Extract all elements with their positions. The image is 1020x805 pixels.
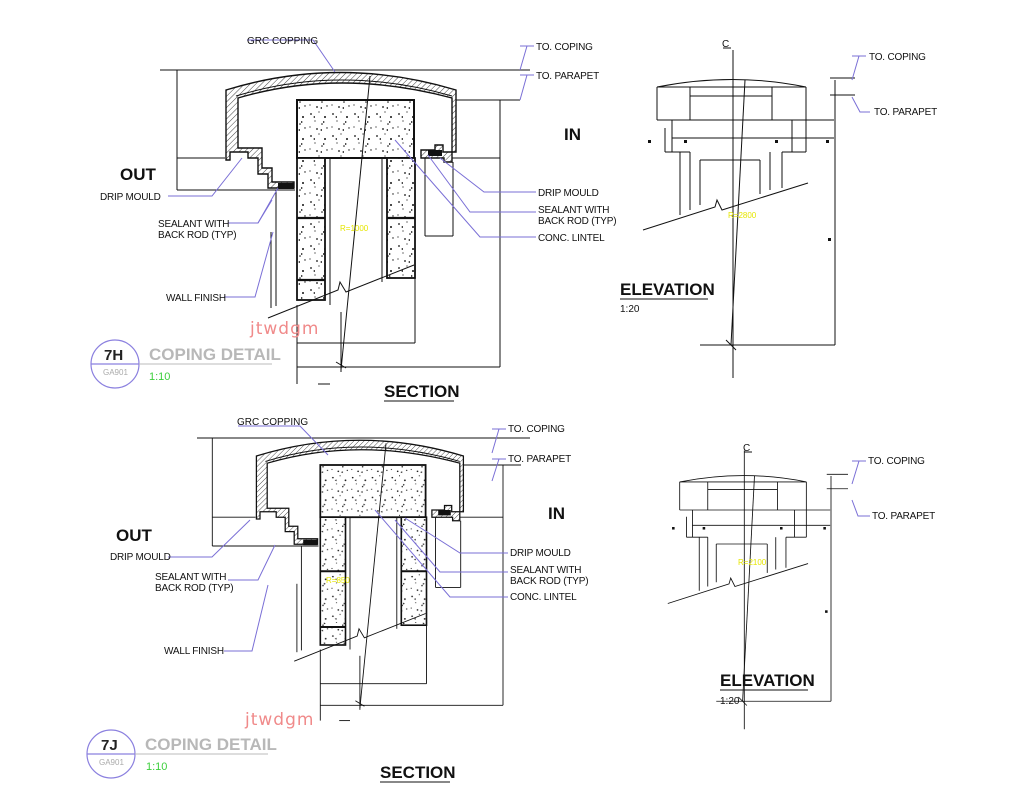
centerline-mark-7h: C: [722, 39, 729, 50]
label-drip-mould-right-7j: DRIP MOULD: [510, 548, 571, 559]
tag-sheet-7h: GA901: [103, 368, 128, 377]
elevation-scale-7j: 1:20: [720, 696, 740, 707]
label-sealant-right-line1-7j: SEALANT WITH: [510, 565, 581, 576]
watermark-7j: jtwdgm: [244, 710, 314, 730]
out-label-7j: OUT: [116, 526, 153, 545]
label-sealant-right-line2-7h: BACK ROD (TYP): [538, 216, 616, 227]
elevation-title-7j: ELEVATION: [720, 671, 815, 690]
label-grc-copping-7h: GRC COPPING: [247, 36, 318, 47]
detail-scale-7h: 1:10: [149, 371, 170, 383]
detail-scale-7j: 1:10: [146, 761, 167, 773]
detail-title-7j: COPING DETAIL: [145, 735, 277, 754]
label-grc-copping-7j: GRC COPPING: [237, 417, 308, 428]
label-sealant-line2-7h: BACK ROD (TYP): [158, 230, 236, 241]
label-drip-mould-right-7h: DRIP MOULD: [538, 188, 599, 199]
detail-title-7h: COPING DETAIL: [149, 345, 281, 364]
label-elev-to-coping-7j: TO. COPING: [868, 456, 925, 467]
section-title-7j: SECTION: [380, 763, 456, 782]
leaders-7h: [168, 39, 870, 298]
label-elev-to-parapet-7j: TO. PARAPET: [872, 511, 935, 522]
section-title-7h: SECTION: [384, 382, 460, 401]
label-drip-mould-left-7j: DRIP MOULD: [110, 552, 171, 563]
elevation-radius-7h: R=2800: [728, 211, 757, 220]
label-wall-finish-7j: WALL FINISH: [164, 646, 224, 657]
label-elev-to-coping-7h: TO. COPING: [869, 52, 926, 63]
in-label-7j: IN: [548, 504, 565, 523]
label-conc-lintel-7h: CONC. LINTEL: [538, 233, 605, 244]
label-sealant-line2-7j: BACK ROD (TYP): [155, 583, 233, 594]
elevation-scale-7h: 1:20: [620, 304, 640, 315]
label-to-coping-7h: TO. COPING: [536, 42, 593, 53]
watermark-7h: jtwdgm: [249, 319, 319, 339]
section-radius-7h: R=1000: [340, 224, 369, 233]
label-to-parapet-7h: TO. PARAPET: [536, 71, 599, 82]
detail-7h: GRC COPPING TO. COPING TO. PARAPET OUT I…: [90, 36, 937, 402]
label-elev-to-parapet-7h: TO. PARAPET: [874, 107, 937, 118]
out-label-7h: OUT: [120, 165, 157, 184]
detail-7j: GRC COPPING TO. COPING TO. PARAPET OUT I…: [86, 417, 935, 783]
leaders-7j: [168, 425, 870, 652]
label-sealant-right-line2-7j: BACK ROD (TYP): [510, 576, 588, 587]
elevation-radius-7j: R=2100: [738, 558, 767, 567]
detail-tag-7h: 7H GA901: [90, 339, 272, 389]
elevation-title-7h: ELEVATION: [620, 280, 715, 299]
tag-sheet-7j: GA901: [99, 758, 124, 767]
label-conc-lintel-7j: CONC. LINTEL: [510, 592, 577, 603]
detail-tag-7j: 7J GA901: [86, 729, 268, 779]
section-drawing-7j: [196, 437, 531, 722]
in-label-7h: IN: [564, 125, 581, 144]
tag-id-7h: 7H: [104, 347, 123, 364]
label-sealant-right-line1-7h: SEALANT WITH: [538, 205, 609, 216]
label-to-coping-7j: TO. COPING: [508, 424, 565, 435]
label-sealant-line1-7h: SEALANT WITH: [158, 219, 229, 230]
label-sealant-line1-7j: SEALANT WITH: [155, 572, 226, 583]
section-radius-7j: R=850: [326, 576, 350, 585]
tag-id-7j: 7J: [101, 737, 118, 754]
label-wall-finish-7h: WALL FINISH: [166, 293, 226, 304]
centerline-mark-7j: C: [743, 443, 750, 454]
label-drip-mould-left-7h: DRIP MOULD: [100, 192, 161, 203]
label-to-parapet-7j: TO. PARAPET: [508, 454, 571, 465]
